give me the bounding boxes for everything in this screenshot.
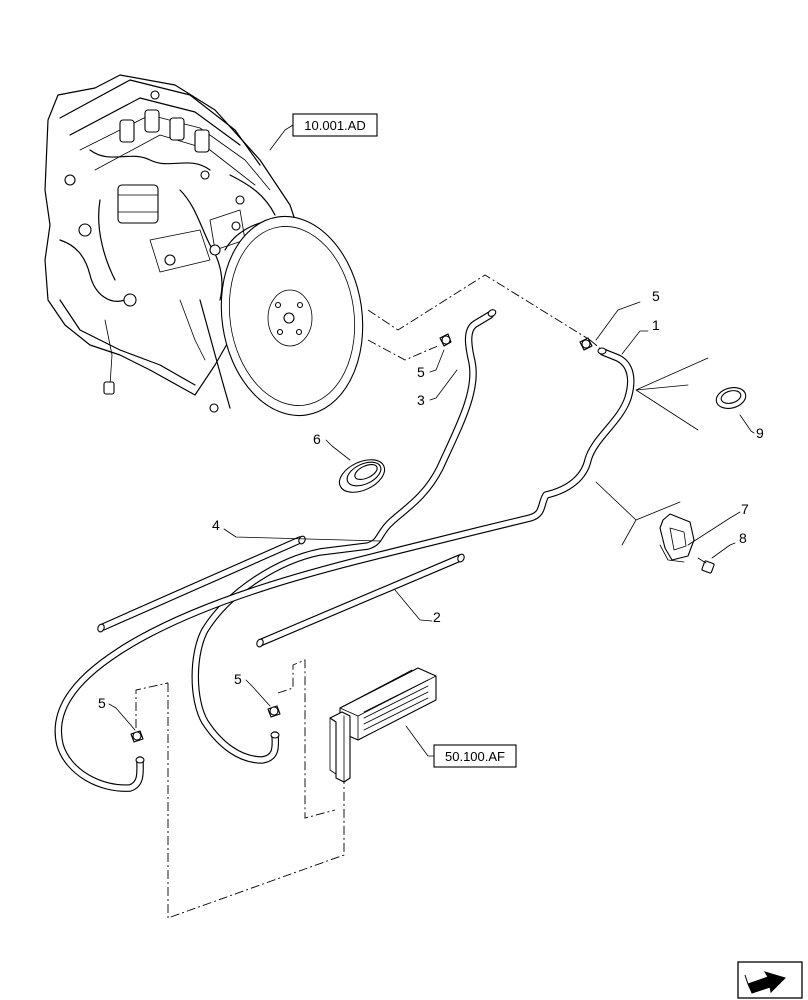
next-page-arrow-icon[interactable]: [737, 961, 803, 999]
grommet-9: [715, 387, 747, 409]
callout-2: 2: [433, 609, 441, 625]
clamp-5: [579, 337, 593, 351]
clamp-5: [130, 730, 144, 743]
heater-core: [329, 667, 437, 783]
engine-assembly: [44, 74, 364, 417]
callout-9: 9: [756, 425, 764, 441]
callout-5: 5: [417, 364, 425, 380]
leader-bracket-group: [595, 481, 681, 546]
reference-engine[interactable]: 10.001.AD: [292, 113, 378, 137]
leader-hose-1-group: [635, 357, 709, 431]
callout-3: 3: [417, 392, 425, 408]
callout-5: 5: [234, 671, 242, 687]
callout-5: 5: [98, 695, 106, 711]
callout-leaders: [108, 124, 755, 757]
hose-1: [54, 348, 635, 792]
callout-8: 8: [739, 530, 747, 546]
bracket-7: [659, 513, 695, 563]
callout-4: 4: [212, 517, 220, 533]
clamp-5: [267, 705, 281, 718]
grommet-6: [338, 459, 386, 493]
hose-4: [99, 536, 304, 631]
reference-heater-label: 50.100.AF: [445, 749, 505, 764]
hose-3: [191, 311, 494, 764]
callout-1: 1: [652, 317, 660, 333]
bolt-8: [697, 557, 715, 574]
callout-5: 5: [652, 288, 660, 304]
clamp-5: [439, 333, 452, 347]
callout-7: 7: [741, 501, 749, 517]
hose-2: [258, 554, 464, 646]
reference-heater[interactable]: 50.100.AF: [433, 744, 517, 768]
reference-engine-label: 10.001.AD: [304, 118, 365, 133]
callout-6: 6: [313, 431, 321, 447]
